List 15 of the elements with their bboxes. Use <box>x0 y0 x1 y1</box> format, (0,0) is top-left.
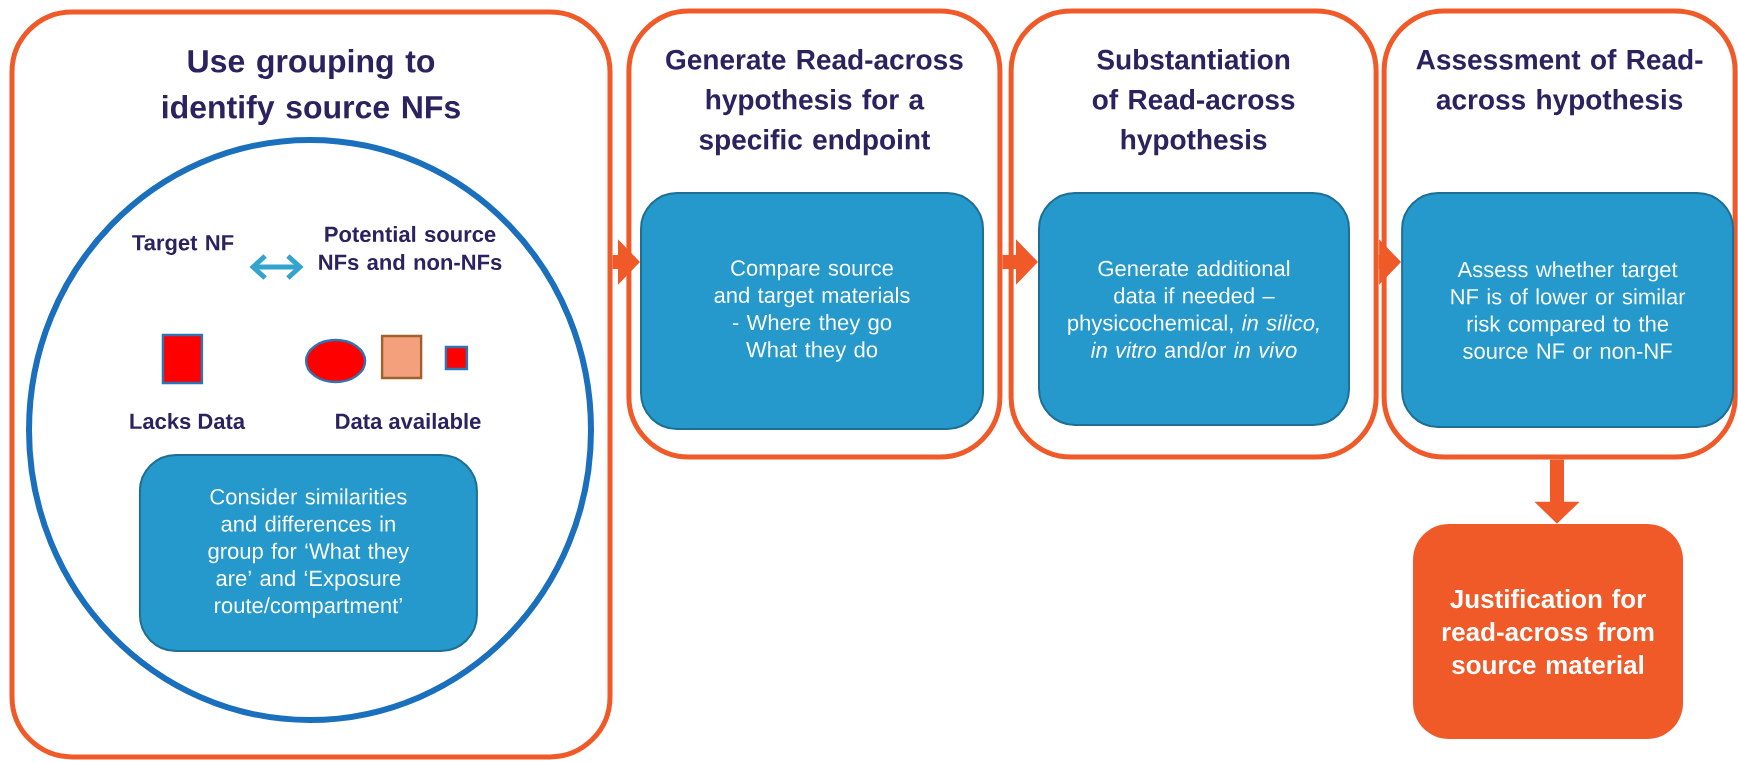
oval-frame <box>26 137 594 723</box>
group-label: Potential source NFs and non-NFs <box>319 225 502 271</box>
double-arrow <box>249 254 304 280</box>
step-box: Compare source and target materials - Where they go What they do <box>640 192 984 430</box>
step-box: Assess whether target NF is of lower or similar risk compared to the source NF or non-NF <box>1401 192 1735 428</box>
text-label: Lacks Data <box>130 412 246 430</box>
square-symbol <box>444 345 469 371</box>
square-symbol <box>161 333 204 385</box>
group-label: Target NF <box>132 235 234 255</box>
text-label: Data available <box>336 412 481 430</box>
step-box: Generate additional data if needed – physicochemical, in silico, in vitro and/or in vivo <box>1038 192 1350 426</box>
oval-symbol <box>304 338 367 384</box>
result-box: Justification for read-across from source material <box>1413 524 1683 740</box>
step-box: Consider similarities and differences in group for ‘What they are’ and ‘Exposure route/compartment’ <box>138 454 478 652</box>
square-symbol <box>380 334 423 380</box>
